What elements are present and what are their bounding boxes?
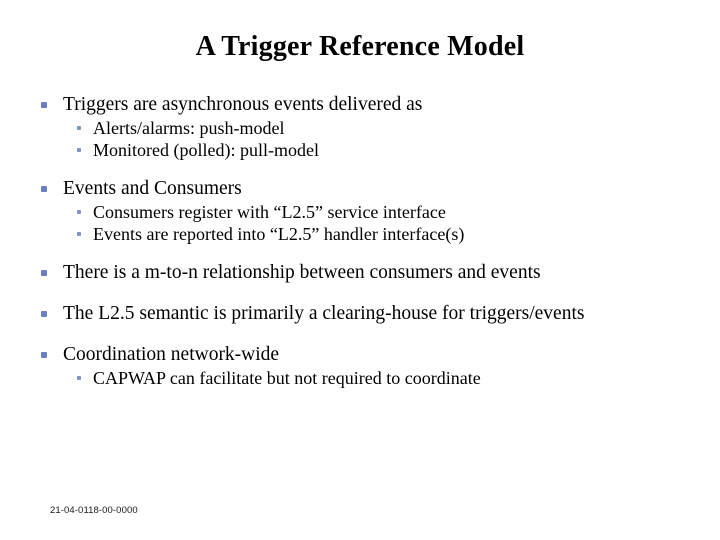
slide-body: Triggers are asynchronous events deliver… xyxy=(38,92,688,389)
bullet-group: There is a m-to-n relationship between c… xyxy=(38,260,688,285)
bullet-group: Triggers are asynchronous events deliver… xyxy=(38,92,688,161)
bullet-item-level2: Alerts/alarms: push-model xyxy=(38,117,688,139)
spacer xyxy=(38,285,688,301)
spacer xyxy=(38,245,688,260)
bullet-item-level2: CAPWAP can facilitate but not required t… xyxy=(38,367,688,389)
bullet-text: There is a m-to-n relationship between c… xyxy=(63,262,541,283)
bullet-group: The L2.5 semantic is primarily a clearin… xyxy=(38,301,688,326)
bullet-item-level1: There is a m-to-n relationship between c… xyxy=(38,260,688,285)
bullet-square-icon xyxy=(41,270,47,276)
bullet-item-level2: Consumers register with “L2.5” service i… xyxy=(38,201,688,223)
bullet-item-level1: Triggers are asynchronous events deliver… xyxy=(38,92,688,117)
bullet-item-level2: Monitored (polled): pull-model xyxy=(38,139,688,161)
bullet-item-level1: Coordination network-wide xyxy=(38,342,688,367)
bullet-square-icon xyxy=(41,352,47,358)
bullet-text: Events are reported into “L2.5” handler … xyxy=(93,224,465,244)
bullet-item-level1: Events and Consumers xyxy=(38,176,688,201)
sub-bullet-dot-icon xyxy=(77,126,81,130)
sub-bullet-dot-icon xyxy=(77,376,81,380)
bullet-item-level1: The L2.5 semantic is primarily a clearin… xyxy=(38,301,688,326)
page-title: A Trigger Reference Model xyxy=(195,31,525,62)
bullet-text: Triggers are asynchronous events deliver… xyxy=(63,94,423,115)
sub-bullet-dot-icon xyxy=(77,210,81,214)
bullet-text: Events and Consumers xyxy=(63,178,242,199)
document-number-footer: 21-04-0118-00-0000 xyxy=(50,505,138,516)
bullet-square-icon xyxy=(41,102,47,108)
bullet-square-icon xyxy=(41,311,47,317)
bullet-text: The L2.5 semantic is primarily a clearin… xyxy=(63,303,585,324)
bullet-group: Events and Consumers Consumers register … xyxy=(38,176,688,245)
spacer xyxy=(38,161,688,176)
bullet-text: Alerts/alarms: push-model xyxy=(93,118,285,138)
bullet-item-level2: Events are reported into “L2.5” handler … xyxy=(38,223,688,245)
bullet-group: Coordination network-wide CAPWAP can fac… xyxy=(38,342,688,389)
sub-bullet-dot-icon xyxy=(77,148,81,152)
bullet-text: Coordination network-wide xyxy=(63,344,280,365)
bullet-text: Monitored (polled): pull-model xyxy=(93,140,319,160)
spacer xyxy=(38,326,688,342)
bullet-square-icon xyxy=(41,186,47,192)
bullet-text: Consumers register with “L2.5” service i… xyxy=(93,202,446,222)
bullet-text: CAPWAP can facilitate but not required t… xyxy=(93,368,481,388)
sub-bullet-dot-icon xyxy=(77,232,81,236)
